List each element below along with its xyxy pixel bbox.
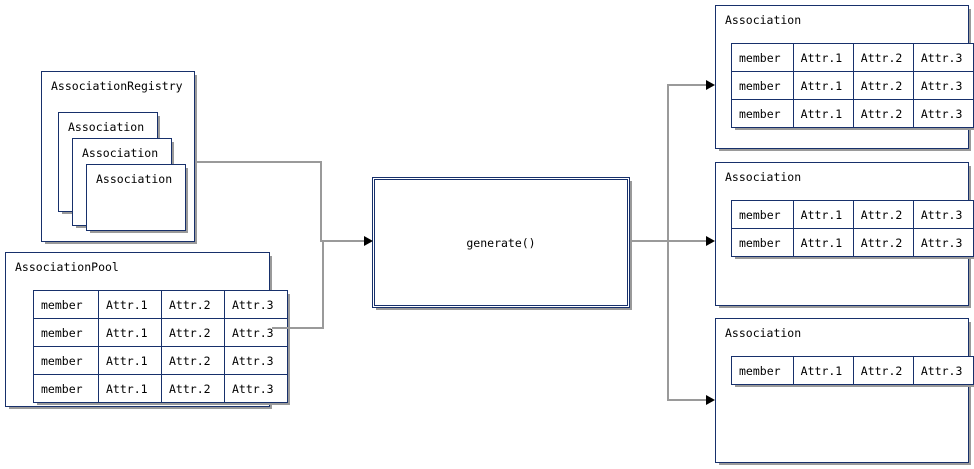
cell-attr-1: Attr.1 bbox=[792, 99, 854, 128]
cell-attr-3: Attr.3 bbox=[912, 200, 974, 229]
table-row[interactable]: member Attr.1 Attr.2 Attr.3 bbox=[33, 374, 288, 403]
cell-attr-1: Attr.1 bbox=[98, 318, 162, 347]
connector-output-3 bbox=[667, 399, 713, 401]
cell-member: member bbox=[731, 71, 794, 100]
connector-output-1 bbox=[667, 84, 713, 86]
cell-attr-2: Attr.2 bbox=[852, 99, 914, 128]
arrowhead-output-1 bbox=[706, 80, 715, 90]
connector-output-2 bbox=[667, 240, 713, 242]
cell-member: member bbox=[731, 200, 794, 229]
cell-attr-3: Attr.3 bbox=[224, 290, 288, 319]
cell-member: member bbox=[731, 356, 794, 385]
connector-generate-input bbox=[320, 240, 370, 242]
cell-attr-2: Attr.2 bbox=[852, 71, 914, 100]
output-association-table-1[interactable]: member Attr.1 Attr.2 Attr.3 member Attr.… bbox=[731, 43, 974, 128]
arrowhead-generate-input bbox=[364, 236, 373, 246]
cell-member: member bbox=[731, 228, 794, 257]
generate-process-label: generate() bbox=[466, 235, 536, 250]
cell-attr-3: Attr.3 bbox=[224, 318, 288, 347]
table-row[interactable]: member Attr.1 Attr.2 Attr.3 bbox=[731, 99, 974, 128]
cell-attr-2: Attr.2 bbox=[852, 43, 914, 72]
cell-attr-1: Attr.1 bbox=[98, 290, 162, 319]
output-association-title-1: Association bbox=[725, 13, 802, 27]
cell-attr-1: Attr.1 bbox=[792, 71, 854, 100]
cell-attr-1: Attr.1 bbox=[792, 356, 854, 385]
table-row[interactable]: member Attr.1 Attr.2 Attr.3 bbox=[33, 318, 288, 347]
cell-attr-3: Attr.3 bbox=[224, 374, 288, 403]
connector-generate-output bbox=[630, 240, 670, 242]
registry-association-card-2-label: Association bbox=[82, 146, 159, 160]
registry-association-card-3-label: Association bbox=[96, 172, 173, 186]
connector-registry-horizontal bbox=[196, 161, 322, 163]
cell-member: member bbox=[33, 318, 99, 347]
association-registry-title: AssociationRegistry bbox=[51, 79, 183, 93]
arrowhead-output-2 bbox=[706, 236, 715, 246]
connector-pool-vertical bbox=[322, 241, 324, 329]
arrowhead-output-3 bbox=[706, 395, 715, 405]
cell-member: member bbox=[33, 346, 99, 375]
table-row[interactable]: member Attr.1 Attr.2 Attr.3 bbox=[731, 71, 974, 100]
cell-member: member bbox=[731, 99, 794, 128]
registry-association-card-1-label: Association bbox=[68, 120, 145, 134]
cell-attr-3: Attr.3 bbox=[912, 228, 974, 257]
cell-attr-2: Attr.2 bbox=[161, 346, 225, 375]
table-row[interactable]: member Attr.1 Attr.2 Attr.3 bbox=[33, 290, 288, 319]
cell-attr-3: Attr.3 bbox=[912, 99, 974, 128]
cell-attr-3: Attr.3 bbox=[224, 346, 288, 375]
association-pool-title: AssociationPool bbox=[15, 260, 119, 274]
table-row[interactable]: member Attr.1 Attr.2 Attr.3 bbox=[731, 200, 974, 229]
table-row[interactable]: member Attr.1 Attr.2 Attr.3 bbox=[731, 228, 974, 257]
generate-process-box[interactable]: generate() bbox=[372, 177, 630, 308]
association-pool-table[interactable]: member Attr.1 Attr.2 Attr.3 member Attr.… bbox=[33, 290, 288, 403]
cell-member: member bbox=[33, 290, 99, 319]
connector-pool-horizontal bbox=[272, 327, 324, 329]
cell-attr-2: Attr.2 bbox=[161, 318, 225, 347]
output-association-table-3[interactable]: member Attr.1 Attr.2 Attr.3 bbox=[731, 356, 974, 385]
association-pool-table-body: member Attr.1 Attr.2 Attr.3 member Attr.… bbox=[33, 290, 288, 403]
connector-registry-vertical bbox=[320, 161, 322, 241]
cell-attr-1: Attr.1 bbox=[792, 43, 854, 72]
output-association-table-3-body: member Attr.1 Attr.2 Attr.3 bbox=[731, 356, 974, 385]
output-association-box-3[interactable]: Association bbox=[715, 318, 969, 463]
cell-member: member bbox=[731, 43, 794, 72]
cell-attr-2: Attr.2 bbox=[852, 356, 914, 385]
table-row[interactable]: member Attr.1 Attr.2 Attr.3 bbox=[731, 43, 974, 72]
cell-attr-2: Attr.2 bbox=[852, 200, 914, 229]
output-association-table-2[interactable]: member Attr.1 Attr.2 Attr.3 member Attr.… bbox=[731, 200, 974, 257]
cell-member: member bbox=[33, 374, 99, 403]
cell-attr-1: Attr.1 bbox=[98, 346, 162, 375]
output-association-title-2: Association bbox=[725, 170, 802, 184]
cell-attr-1: Attr.1 bbox=[792, 200, 854, 229]
cell-attr-2: Attr.2 bbox=[852, 228, 914, 257]
cell-attr-3: Attr.3 bbox=[912, 43, 974, 72]
connector-output-bus bbox=[667, 84, 669, 400]
output-association-table-2-body: member Attr.1 Attr.2 Attr.3 member Attr.… bbox=[731, 200, 974, 257]
table-row[interactable]: member Attr.1 Attr.2 Attr.3 bbox=[731, 356, 974, 385]
cell-attr-3: Attr.3 bbox=[912, 71, 974, 100]
output-association-table-1-body: member Attr.1 Attr.2 Attr.3 member Attr.… bbox=[731, 43, 974, 128]
table-row[interactable]: member Attr.1 Attr.2 Attr.3 bbox=[33, 346, 288, 375]
cell-attr-2: Attr.2 bbox=[161, 290, 225, 319]
cell-attr-3: Attr.3 bbox=[912, 356, 974, 385]
cell-attr-2: Attr.2 bbox=[161, 374, 225, 403]
cell-attr-1: Attr.1 bbox=[792, 228, 854, 257]
output-association-title-3: Association bbox=[725, 326, 802, 340]
cell-attr-1: Attr.1 bbox=[98, 374, 162, 403]
registry-association-card-3[interactable]: Association bbox=[86, 164, 186, 231]
